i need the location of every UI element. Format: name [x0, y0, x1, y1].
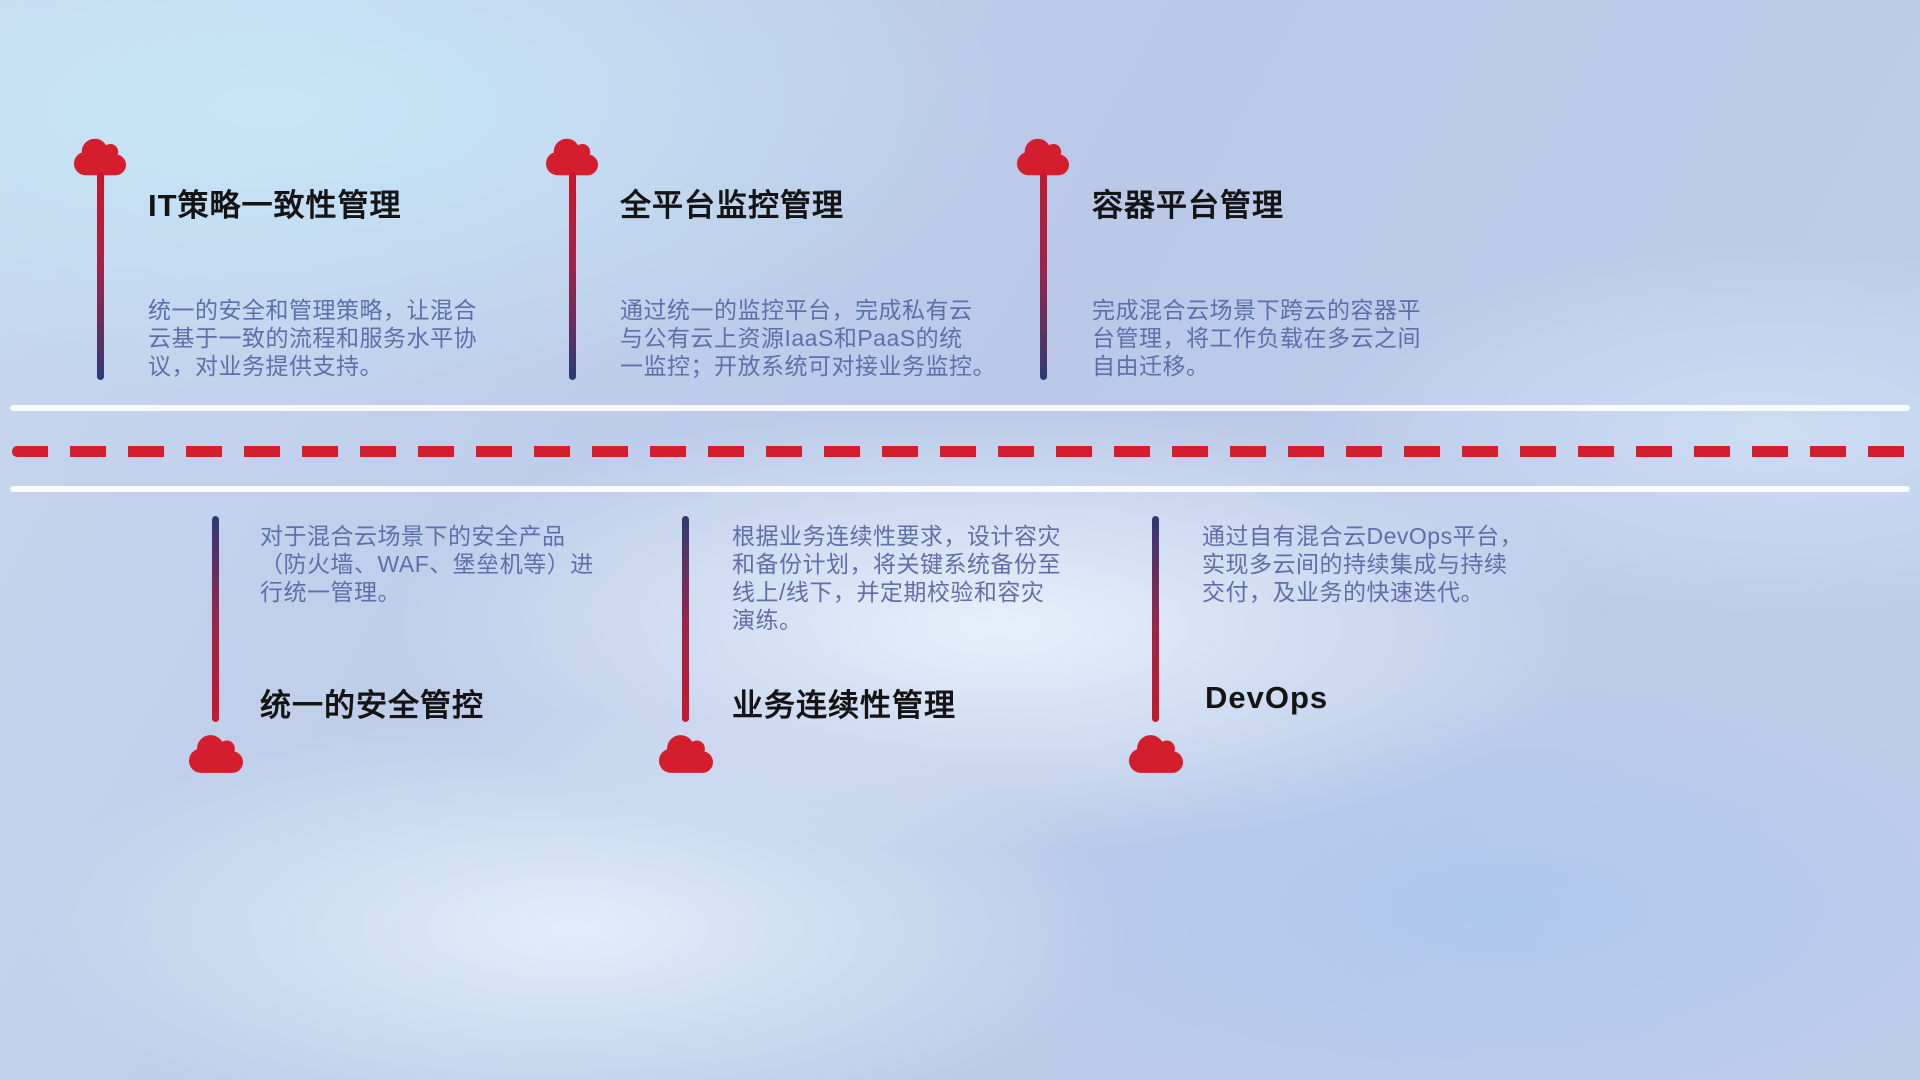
- cloud-icon: [546, 136, 598, 178]
- feature-title: 全平台监控管理: [620, 188, 844, 223]
- feature-description: 对于混合云场景下的安全产品 （防火墙、WAF、堡垒机等）进 行统一管理。: [260, 523, 594, 605]
- timeline-stem: [1152, 516, 1159, 722]
- cloud-icon: [74, 136, 126, 178]
- timeline-stem: [569, 172, 576, 380]
- feature-title: 业务连续性管理: [732, 688, 956, 723]
- feature-description: 根据业务连续性要求，设计容灾 和备份计划，将关键系统备份至 线上/线下，并定期校…: [732, 523, 1061, 633]
- timeline-stem: [97, 172, 104, 380]
- feature-title: 容器平台管理: [1092, 188, 1284, 223]
- feature-description: 完成混合云场景下跨云的容器平 台管理，将工作负载在多云之间 自由迁移。: [1092, 297, 1421, 379]
- cloud-icon: [189, 732, 243, 776]
- divider-white-line-bottom: [10, 486, 1910, 492]
- feature-title: IT策略一致性管理: [148, 188, 402, 223]
- divider-white-line-top: [10, 405, 1910, 411]
- timeline-stem: [682, 516, 689, 722]
- timeline-stem: [1040, 172, 1047, 380]
- feature-description: 通过自有混合云DevOps平台， 实现多云间的持续集成与持续 交付，及业务的快速…: [1202, 523, 1524, 605]
- feature-description: 通过统一的监控平台，完成私有云 与公有云上资源IaaS和PaaS的统 一监控；开…: [620, 297, 996, 379]
- feature-title: 统一的安全管控: [260, 688, 484, 723]
- feature-title: DevOps: [1205, 680, 1329, 715]
- feature-description: 统一的安全和管理策略，让混合 云基于一致的流程和服务水平协 议，对业务提供支持。: [148, 297, 477, 379]
- divider-red-dashed-line: [12, 446, 1908, 457]
- cloud-icon: [659, 732, 713, 776]
- cloud-icon: [1129, 732, 1183, 776]
- cloud-icon: [1017, 136, 1069, 178]
- timeline-stem: [212, 516, 219, 722]
